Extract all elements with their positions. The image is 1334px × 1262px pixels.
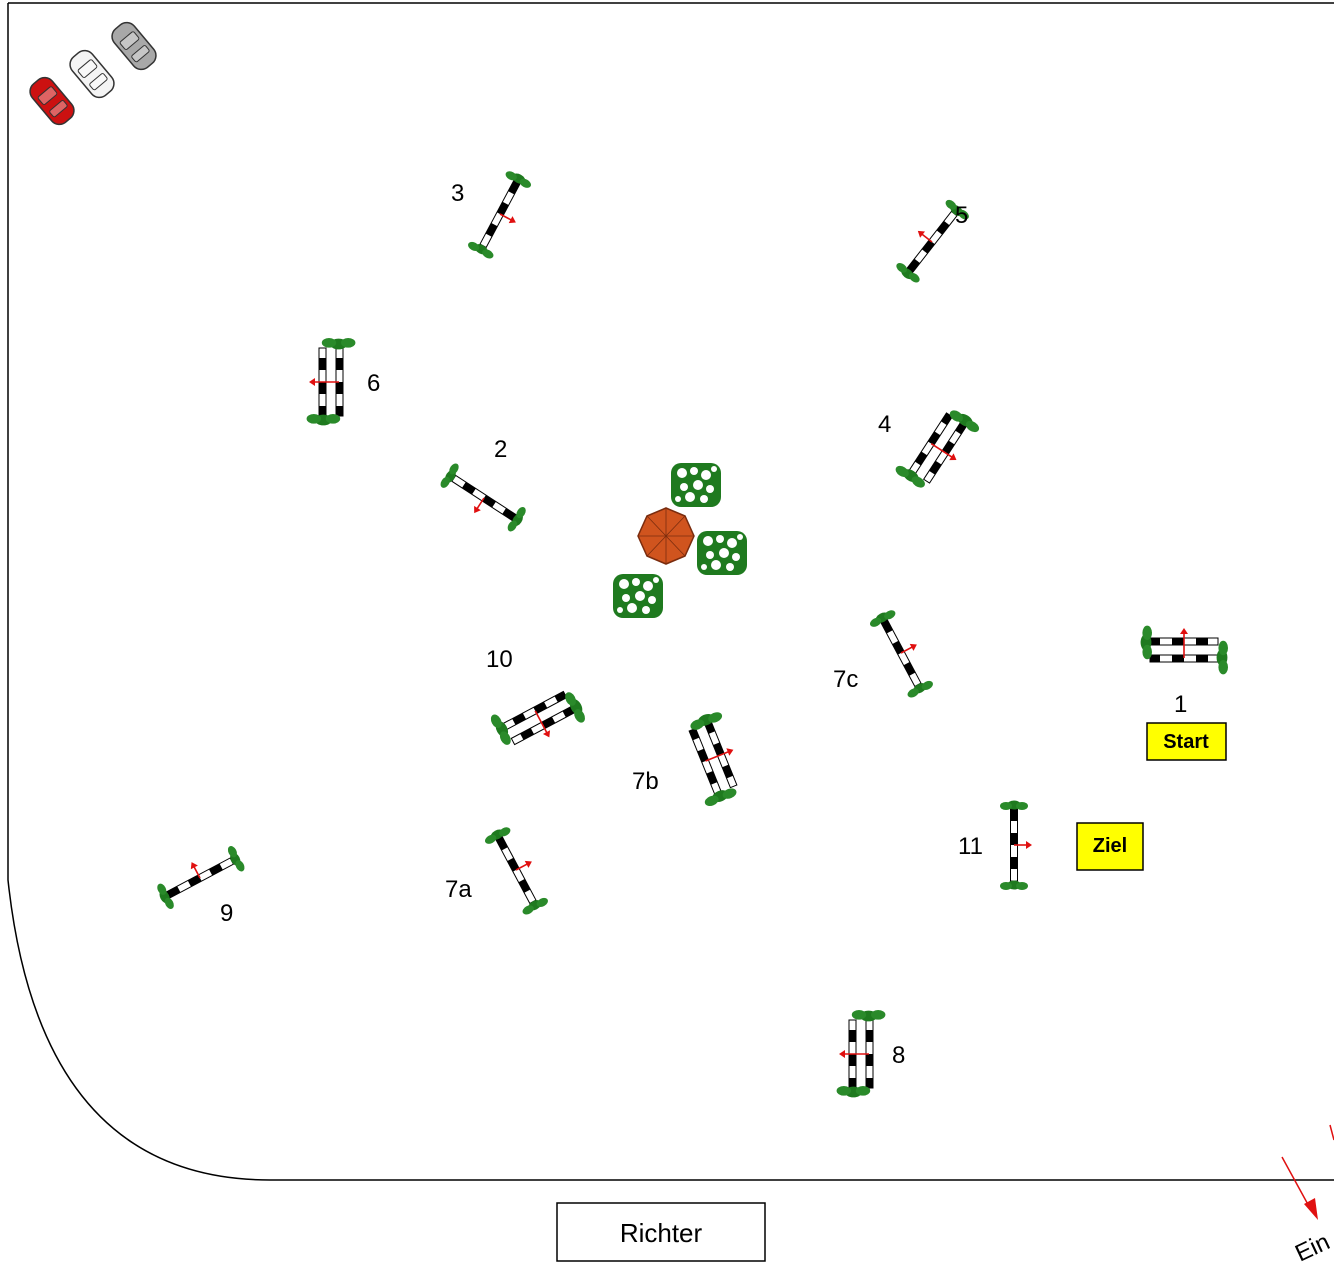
jump-6: [307, 338, 356, 425]
start-sign: Start: [1146, 722, 1227, 761]
jump-label-7c: 7c: [833, 666, 858, 693]
jump-1: [1141, 626, 1228, 675]
jump-label-4: 4: [878, 411, 891, 438]
jump-7c: [868, 605, 938, 699]
jump-label-10: 10: [486, 646, 513, 673]
jump-3: [467, 168, 537, 262]
svg-text:Richter: Richter: [620, 1218, 703, 1248]
entrance-label: Ein: [1291, 1228, 1334, 1262]
finish-sign: Ziel: [1076, 822, 1144, 871]
jump-label-7a: 7a: [445, 876, 472, 903]
jump-label-2: 2: [494, 436, 507, 463]
jump-label-7b: 7b: [632, 768, 659, 795]
jump-7b: [674, 709, 752, 808]
entrance-marker: Ein: [1281, 1124, 1334, 1262]
svg-text:Start: Start: [1163, 731, 1209, 753]
jump-label-9: 9: [220, 900, 233, 927]
jump-7a: [483, 822, 553, 916]
jump-label-11: 11: [958, 833, 983, 860]
jump-10: [489, 676, 589, 760]
arena-outline: [7, 2, 1334, 1181]
center-decoration: [613, 463, 747, 618]
jump-8: [837, 1010, 886, 1097]
jump-label-6: 6: [367, 370, 380, 397]
jump-label-5: 5: [955, 202, 968, 229]
jump-4: [894, 398, 983, 498]
jump-2: [436, 462, 528, 538]
jump-label-3: 3: [451, 180, 464, 207]
jump-label-8: 8: [892, 1042, 905, 1069]
jump-label-1: 1: [1174, 691, 1187, 718]
parked-cars: [25, 17, 161, 130]
svg-text:Ziel: Ziel: [1093, 835, 1127, 857]
jump-11: [1000, 801, 1032, 891]
judge-box: Richter: [556, 1202, 766, 1262]
